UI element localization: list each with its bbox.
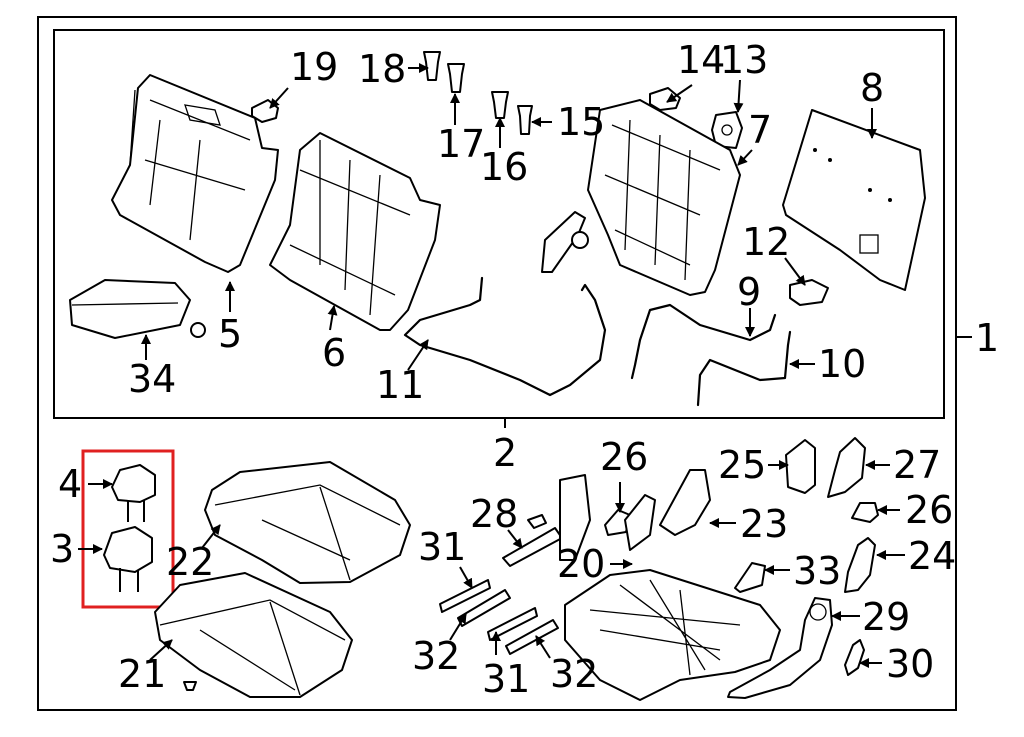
part-8-back-panel[interactable]: [782, 109, 926, 291]
part-10-cable[interactable]: [696, 330, 792, 407]
part-26-clip-lower[interactable]: [851, 502, 879, 523]
callout-18: 18: [358, 47, 406, 91]
part-11-cable[interactable]: [403, 276, 607, 397]
highlight-box: [81, 449, 175, 609]
callout-22: 22: [166, 540, 214, 584]
callout-10: 10: [818, 342, 866, 386]
callout-31-left: 31: [418, 525, 466, 569]
part-30-cover[interactable]: [844, 639, 865, 676]
callout-27: 27: [893, 443, 941, 487]
inner-frame-seatback: [53, 29, 945, 419]
callout-25: 25: [718, 443, 766, 487]
callout-34: 34: [128, 357, 176, 401]
callout-11: 11: [376, 363, 424, 407]
callout-28: 28: [470, 492, 518, 536]
part-21-seat-cushion-cover[interactable]: [154, 572, 353, 698]
callout-19: 19: [290, 45, 338, 89]
part-7-seatback-frame[interactable]: [541, 99, 741, 296]
callout-32-left: 32: [412, 634, 460, 678]
callout-3: 3: [50, 527, 74, 571]
callout-33: 33: [793, 549, 841, 593]
callout-15: 15: [557, 100, 605, 144]
part-23-cover[interactable]: [659, 469, 711, 536]
part-25-cover[interactable]: [785, 439, 816, 494]
callout-1: 1: [975, 316, 999, 360]
callout-32-right: 32: [550, 652, 598, 696]
callout-4: 4: [58, 462, 82, 506]
part-33-bracket[interactable]: [734, 562, 766, 593]
part-16-headrest-guide[interactable]: [491, 91, 509, 119]
callout-29: 29: [862, 595, 910, 639]
outer-frame: [37, 16, 957, 711]
part-27-cover[interactable]: [827, 437, 866, 498]
part-22-seat-cushion-pad[interactable]: [204, 461, 411, 584]
callout-16: 16: [480, 145, 528, 189]
leader-arrows: [78, 63, 905, 668]
callout-23: 23: [740, 502, 788, 546]
part-3-headrest[interactable]: [103, 526, 153, 592]
callout-2: 2: [493, 431, 517, 475]
callout-9: 9: [737, 270, 761, 314]
callout-21: 21: [118, 652, 166, 696]
part-12-bracket[interactable]: [789, 279, 829, 306]
callout-30: 30: [886, 642, 934, 686]
part-4-headrest[interactable]: [111, 464, 156, 522]
callout-13: 13: [720, 38, 768, 82]
part-6-seatback-pad[interactable]: [269, 132, 441, 331]
part-18-headrest-guide[interactable]: [423, 51, 441, 81]
callout-17: 17: [437, 122, 485, 166]
part-15-headrest-guide[interactable]: [517, 105, 533, 135]
part-17-headrest-guide[interactable]: [447, 63, 465, 93]
part-20-seat-frame[interactable]: [559, 474, 781, 701]
callout-12: 12: [742, 220, 790, 264]
part-34-armrest[interactable]: [69, 279, 206, 339]
callout-31-right: 31: [482, 657, 530, 701]
callout-24: 24: [908, 534, 956, 578]
callout-14: 14: [677, 38, 725, 82]
part-5-seatback-cover[interactable]: [111, 74, 279, 273]
part-32-rail-right[interactable]: [505, 619, 559, 655]
callout-7: 7: [748, 108, 772, 152]
callout-5: 5: [218, 312, 242, 356]
callout-26-lower: 26: [905, 488, 953, 532]
callout-6: 6: [322, 331, 346, 375]
part-14-latch-cover[interactable]: [649, 87, 681, 111]
callout-26-upper: 26: [600, 435, 648, 479]
callout-8: 8: [860, 66, 884, 110]
part-9-cable[interactable]: [630, 303, 777, 380]
callout-20: 20: [557, 542, 605, 586]
callout-labels: 1 2 19 18 17 16 15 14 13 7 8 12 9 10 11 …: [50, 38, 999, 701]
part-24-cover[interactable]: [844, 537, 876, 593]
